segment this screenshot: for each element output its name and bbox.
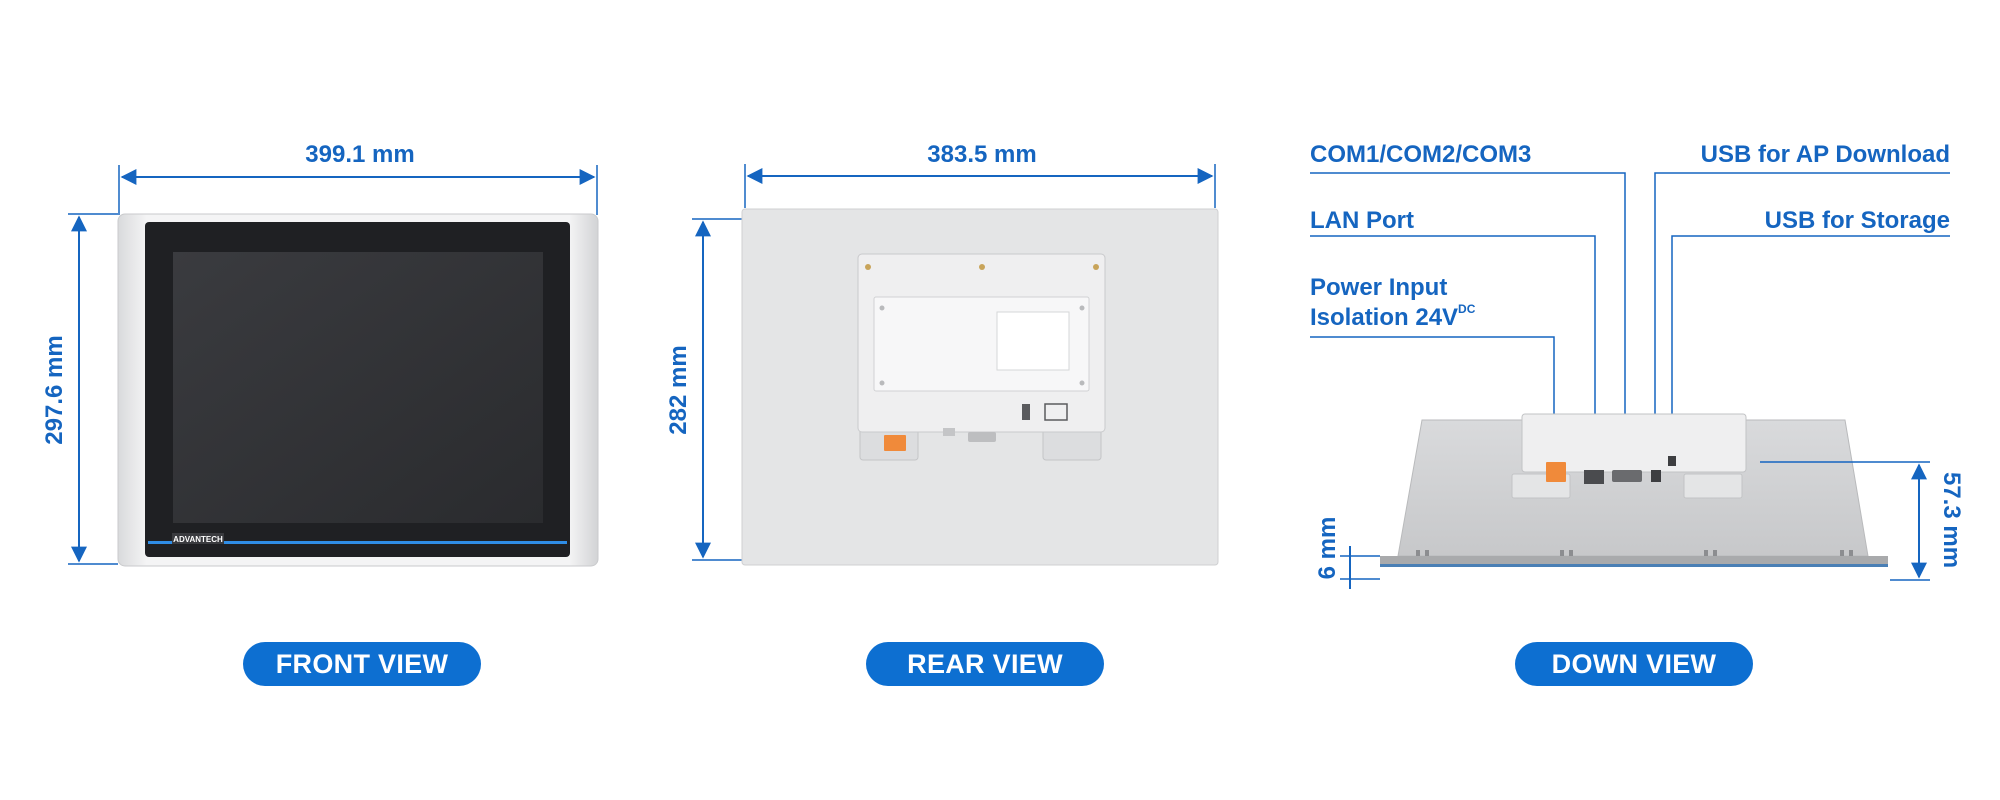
- leader-usb-ap: [1654, 172, 1950, 468]
- down-view-label: DOWN VIEW: [1515, 642, 1753, 686]
- rear-screw-6: [879, 380, 885, 386]
- down-com-port: [1612, 470, 1642, 482]
- front-logo-text: ADVANTECH: [173, 535, 223, 544]
- rear-product-label: [996, 311, 1070, 371]
- rear-usb-port: [1022, 404, 1030, 420]
- callout-lan-port: LAN Port: [1310, 207, 1414, 234]
- leader-com-ports: [1310, 172, 1626, 468]
- leader-lan-port: [1310, 235, 1596, 468]
- rear-height-label: 282 mm: [665, 345, 692, 434]
- rear-lan-port: [943, 428, 955, 436]
- front-height-label: 297.6 mm: [41, 335, 68, 444]
- front-logo-badge: [172, 533, 224, 544]
- rear-screw-2: [979, 264, 985, 270]
- leader-usb-storage: [1671, 235, 1950, 468]
- rear-power-terminal: [884, 435, 906, 451]
- down-bezel-label: 6 mm: [1314, 517, 1341, 580]
- rear-screw-7: [1079, 380, 1085, 386]
- callout-usb-ap-download: USB for AP Download: [1701, 141, 1950, 168]
- callout-power-isolation: Isolation 24V: [1310, 304, 1458, 331]
- down-power-terminal: [1546, 462, 1566, 482]
- rear-width-label: 383.5 mm: [927, 141, 1036, 168]
- rear-screw-3: [1093, 264, 1099, 270]
- callout-power-dc-sup: DC: [1458, 302, 1476, 316]
- down-usb-storage-port: [1668, 456, 1676, 466]
- rear-screw-4: [879, 305, 885, 311]
- down-depth-label: 57.3 mm: [1938, 472, 1965, 568]
- callout-power-input-line1: Power Input: [1310, 274, 1447, 301]
- front-screen: [173, 252, 543, 523]
- down-usb-ap-port: [1651, 470, 1661, 482]
- rear-view-label: REAR VIEW: [866, 642, 1104, 686]
- front-view: 399.1 mm 297.6 mm ADVANTECH: [41, 141, 599, 567]
- rear-usb-port-2: [1044, 403, 1068, 421]
- down-foot-right: [1683, 473, 1743, 499]
- rear-view: 383.5 mm 282 mm: [665, 141, 1219, 566]
- down-bezel-strip: [1380, 556, 1888, 566]
- front-width-label: 399.1 mm: [305, 141, 414, 168]
- callout-power-input-line2: Isolation 24VDC: [1310, 302, 1476, 331]
- down-bezel-accent: [1380, 564, 1888, 567]
- down-lan-port: [1584, 470, 1604, 484]
- rear-screw-1: [865, 264, 871, 270]
- rear-com-port: [968, 432, 996, 442]
- down-view: COM1/COM2/COM3 LAN Port Power Input Isol…: [1310, 141, 1965, 589]
- front-light-bar: [148, 541, 567, 544]
- down-vent-slots: [1416, 550, 1853, 556]
- rear-screw-5: [1079, 305, 1085, 311]
- callout-com-ports: COM1/COM2/COM3: [1310, 141, 1531, 168]
- callout-usb-storage: USB for Storage: [1765, 207, 1950, 234]
- front-view-label: FRONT VIEW: [243, 642, 481, 686]
